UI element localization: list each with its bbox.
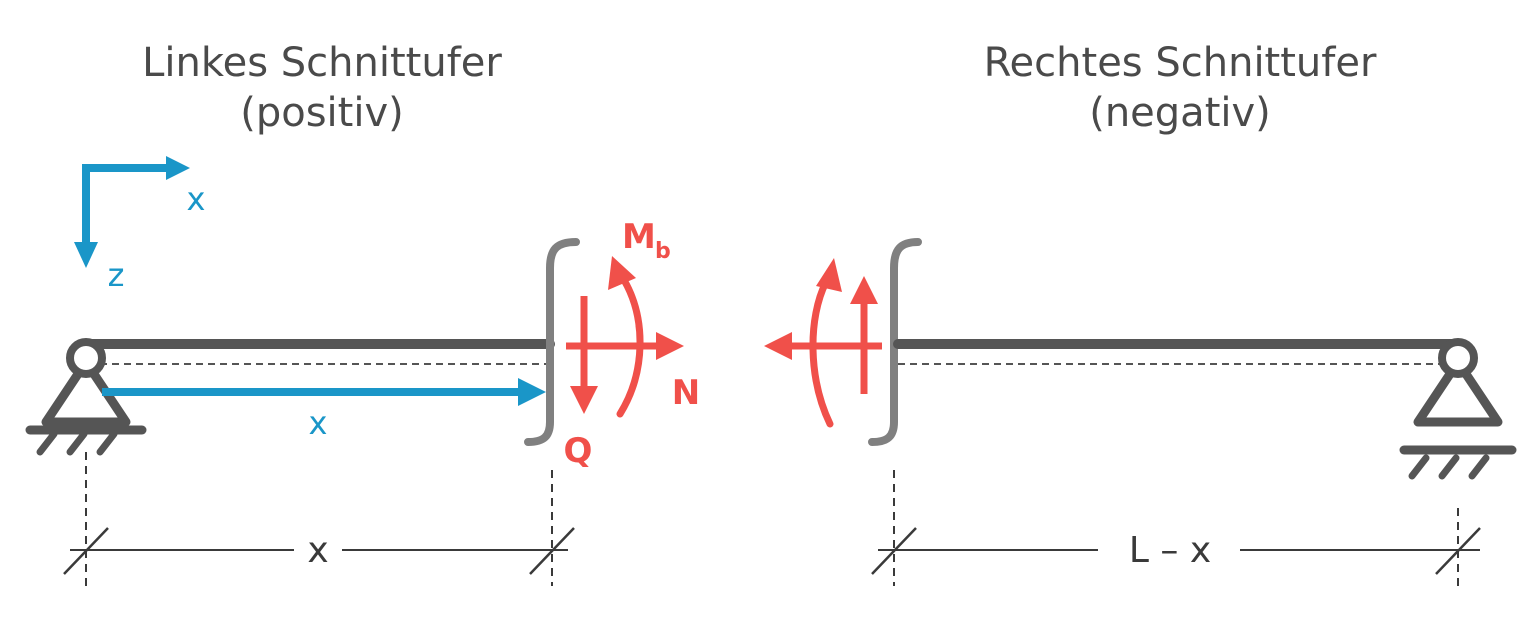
moment-subscript: b — [655, 239, 671, 264]
right-internal-forces — [764, 258, 882, 428]
coordinate-system: x z — [74, 156, 205, 294]
left-dimension-label: x — [307, 530, 328, 571]
left-cut-bracket — [524, 238, 580, 446]
right-dimension-label: L – x — [1129, 530, 1211, 571]
shear-force-label: Q — [564, 431, 593, 471]
coord-z-arrowhead — [74, 242, 98, 268]
left-pin-support — [25, 338, 147, 456]
right-dimension: L – x — [871, 470, 1481, 586]
moment-arrow-right — [809, 278, 834, 428]
coord-x-label: x — [187, 180, 206, 218]
left-beam — [81, 339, 555, 365]
moment-arrow-left — [616, 276, 644, 418]
right-title-line2: (negativ) — [1089, 90, 1271, 136]
coord-z-label: z — [108, 256, 125, 294]
moment-label: M — [622, 217, 656, 257]
right-roller-support — [1399, 338, 1517, 480]
right-title-line1: Rechtes Schnittufer — [984, 40, 1377, 86]
position-arrow: x — [102, 378, 546, 442]
normal-force-label: N — [672, 373, 700, 413]
position-label: x — [309, 404, 328, 442]
left-dimension: x — [63, 452, 575, 586]
coord-x-arrowhead — [166, 156, 190, 180]
left-title-line1: Linkes Schnittufer — [142, 40, 502, 86]
right-beam — [893, 339, 1461, 365]
left-internal-forces: M b N Q — [564, 217, 701, 471]
left-title-line2: (positiv) — [240, 90, 404, 136]
coord-x-arrow — [82, 164, 180, 250]
